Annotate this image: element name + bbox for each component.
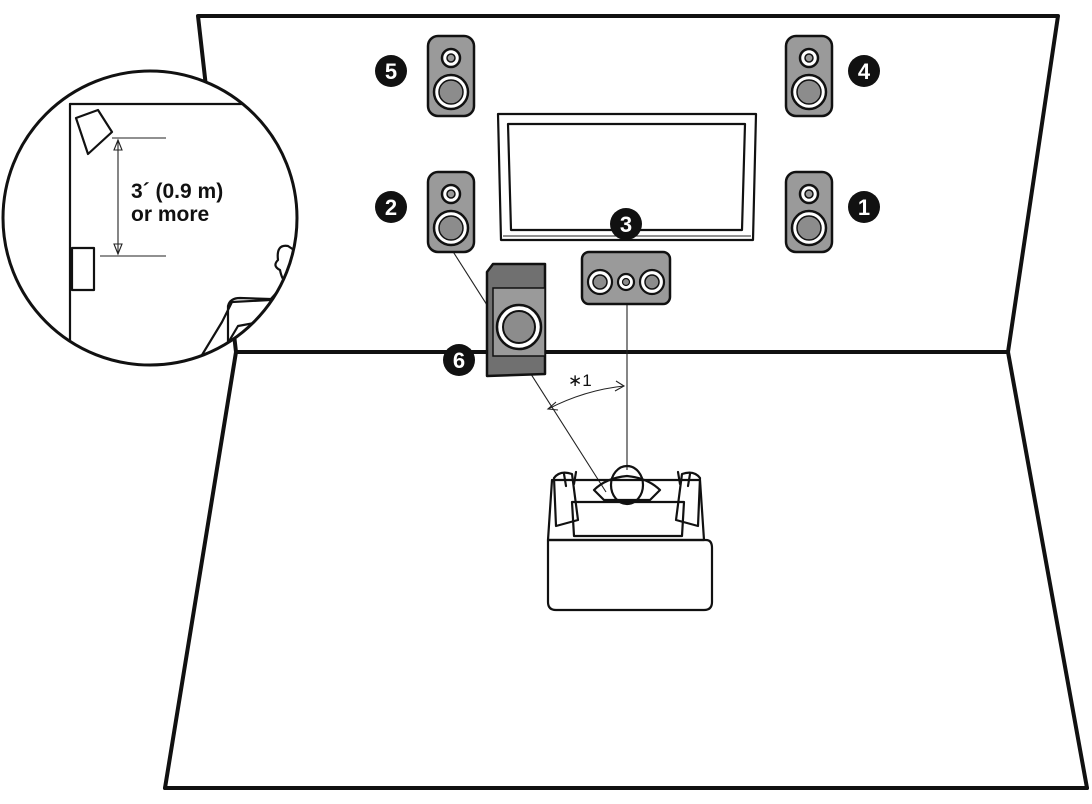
speaker-front-left <box>426 170 476 254</box>
side-view-inset: 3´ (0.9 m) or more <box>1 69 326 367</box>
inset-front-speaker <box>70 246 96 292</box>
inset-arrow-up <box>113 138 123 151</box>
angle-note: ∗1 <box>568 371 592 390</box>
inset-height-line2: or more <box>131 203 209 226</box>
speaker-center <box>580 250 672 306</box>
speaker-height-left <box>426 34 476 118</box>
inset-height-speaker <box>74 108 114 156</box>
inset-armchair-back <box>304 262 326 300</box>
room <box>163 14 1089 790</box>
badge-4-label: 4 <box>858 59 871 84</box>
badge-6: 6 <box>443 344 475 376</box>
badge-4: 4 <box>848 55 880 87</box>
badge-2: 2 <box>375 191 407 223</box>
speaker-front-right <box>784 170 834 254</box>
badge-6-label: 6 <box>453 348 465 373</box>
floor-right-edge <box>1006 350 1089 790</box>
inset-border <box>1 69 299 367</box>
badge-2-label: 2 <box>385 195 397 220</box>
floor-left-edge <box>163 350 238 790</box>
inset-arrow-down <box>113 243 123 256</box>
badge-3: 3 <box>610 208 642 240</box>
listener-chair <box>546 464 714 612</box>
angle-arrow-right <box>614 380 626 392</box>
inset-height-line1: 3´ (0.9 m) <box>131 180 223 203</box>
tv-screen <box>506 122 747 232</box>
badge-5-label: 5 <box>385 59 397 84</box>
badge-5: 5 <box>375 55 407 87</box>
badge-3-label: 3 <box>620 212 632 237</box>
badge-1-label: 1 <box>858 195 870 220</box>
speaker-subwoofer <box>485 262 547 378</box>
angle-arrow-left <box>546 401 559 411</box>
angle-arc <box>547 385 625 410</box>
inset-armchair <box>226 257 297 365</box>
tv-frame <box>496 112 758 242</box>
speaker-height-right <box>784 34 834 118</box>
badge-1: 1 <box>848 191 880 223</box>
